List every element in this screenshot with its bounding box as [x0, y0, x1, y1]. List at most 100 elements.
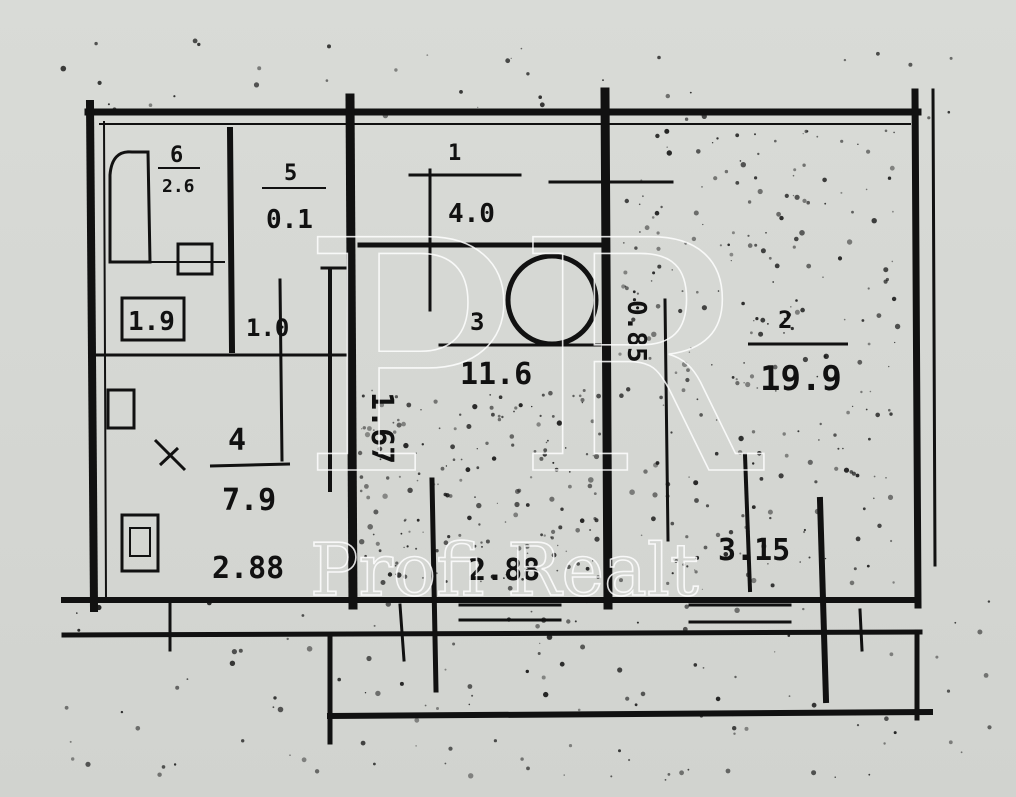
speckle: [509, 434, 515, 439]
room-area: 11.6: [460, 357, 532, 392]
speckle: [719, 244, 723, 247]
speckle: [701, 186, 703, 188]
speckle: [477, 106, 479, 109]
speckle: [362, 426, 366, 430]
speckle: [568, 471, 571, 473]
speckle: [772, 364, 778, 370]
speckle: [865, 408, 868, 411]
speckle: [690, 347, 692, 349]
speckle: [648, 356, 652, 360]
speckle: [759, 477, 764, 481]
speckle: [715, 532, 721, 538]
speckle: [590, 419, 595, 424]
speckle: [473, 544, 477, 548]
speckle: [471, 694, 474, 697]
speckle: [834, 466, 839, 471]
speckle: [634, 703, 638, 707]
speckle: [504, 521, 507, 523]
speckle: [846, 410, 850, 415]
speckle: [580, 644, 586, 650]
speckle: [624, 285, 627, 288]
speckle: [671, 572, 674, 575]
speckle: [414, 717, 420, 723]
speckle: [623, 270, 628, 275]
speckle: [733, 732, 736, 735]
speckle: [768, 256, 772, 260]
speckle: [551, 529, 556, 535]
speckle: [513, 512, 519, 518]
speckle: [378, 549, 382, 553]
speckle: [498, 395, 503, 400]
speckle: [447, 535, 451, 539]
speckle: [386, 433, 389, 435]
speckle: [520, 757, 524, 761]
speckle: [511, 443, 515, 447]
speckle: [566, 619, 571, 624]
speckle: [927, 116, 931, 120]
speckle: [466, 424, 472, 429]
dimension-vertical-right: 0.85: [621, 300, 651, 363]
dimension-labels: 2.88 2.88 3.15 1.67 0.85 1.9: [128, 300, 790, 588]
speckle: [892, 581, 895, 584]
speckle: [667, 773, 671, 776]
ceiling-height-mid: 2.88: [468, 553, 540, 588]
speckle: [776, 211, 781, 217]
speckle: [406, 545, 409, 548]
speckle: [301, 757, 307, 763]
speckle: [681, 388, 686, 393]
speckle: [646, 336, 652, 341]
speckle: [891, 296, 897, 302]
speckle: [756, 387, 759, 389]
speckle: [580, 398, 585, 402]
speckle: [755, 317, 759, 321]
speckle: [640, 534, 643, 537]
speckle: [373, 762, 376, 766]
speckle: [869, 390, 872, 393]
speckle: [556, 569, 559, 572]
speckle: [541, 393, 545, 397]
speckle: [516, 546, 522, 551]
speckle: [751, 577, 757, 584]
speckle: [855, 473, 860, 478]
speckle: [375, 690, 381, 697]
speckle: [489, 405, 494, 410]
speckle: [802, 198, 807, 203]
speckle: [702, 667, 705, 669]
speckle: [837, 256, 843, 261]
speckle: [871, 218, 877, 224]
speckle: [873, 475, 876, 478]
speckle: [359, 539, 365, 545]
speckle: [797, 430, 800, 433]
speckle: [747, 200, 752, 204]
speckle: [480, 580, 482, 583]
speckle: [666, 581, 670, 586]
speckle: [751, 505, 756, 509]
speckle: [806, 263, 812, 269]
speckle: [364, 554, 367, 558]
speckle: [477, 559, 483, 565]
speckle: [120, 710, 124, 714]
speckle: [467, 684, 473, 689]
speckle: [790, 306, 792, 308]
speckle: [327, 44, 331, 49]
speckle: [541, 675, 546, 680]
speckle: [651, 331, 657, 337]
speckle: [538, 95, 542, 99]
speckle: [531, 405, 533, 408]
speckle: [525, 503, 530, 507]
speckle: [325, 79, 329, 82]
wall-partition-2: [600, 87, 613, 610]
speckle: [758, 331, 764, 337]
speckle: [788, 695, 791, 697]
speckle: [301, 614, 305, 617]
speckle: [403, 546, 405, 549]
speckle: [851, 405, 854, 408]
room-label-7: 1.0: [246, 314, 289, 342]
speckle: [802, 356, 809, 363]
speckle: [651, 516, 656, 522]
speckle: [802, 133, 804, 135]
speckle: [824, 202, 827, 205]
room-area: 1.0: [246, 314, 289, 342]
speckle: [588, 477, 594, 483]
